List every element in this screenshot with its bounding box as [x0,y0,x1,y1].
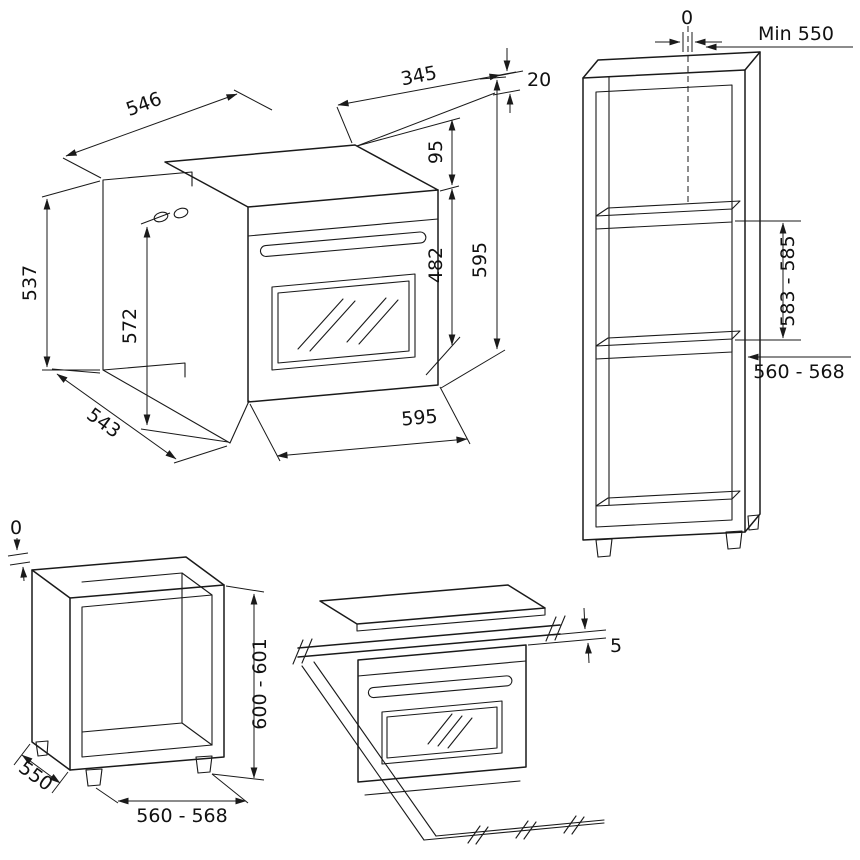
dim-label-572: 572 [119,308,141,344]
base-unit-carcass [31,556,225,787]
hinge-knob [153,211,169,223]
dim-482: 482 [425,188,461,376]
tall-unit-opening [595,84,733,528]
dim-label-595-height: 595 [469,242,491,278]
dim-wall-gap-0: 0 [655,7,722,52]
shelf-lower [595,330,741,360]
glass-reflection [297,297,399,352]
dim-label-560-568-tall: 560 - 568 [753,361,844,383]
dim-560-568-base: 560 - 568 [95,773,249,827]
tall-unit-side [744,51,761,533]
oven-front-face [247,189,439,403]
worktop [292,584,566,665]
dim-label-537: 537 [19,265,41,301]
dim-min-550: Min 550 [705,23,853,51]
base-unit-interior [81,572,213,746]
side-section [301,661,437,841]
break-marks-left [292,638,313,665]
dim-label-550: 550 [14,757,56,796]
dim-550-depth: 550 [13,743,69,796]
dim-label-583-585: 583 - 585 [777,235,799,326]
dim-537: 537 [19,180,101,371]
control-panel-line [357,660,527,677]
door-glass [381,700,503,765]
dim-label-600-601: 600 - 601 [249,638,271,729]
shelf-upper [595,200,741,230]
foot [595,514,760,558]
tall-unit-view: 0 Min 550 583 - 585 560 - 568 [582,7,853,558]
dim-345: 345 [336,62,517,144]
dim-label-5: 5 [610,635,622,657]
hinge-knob [173,207,189,219]
base-unit-top [31,556,225,599]
dim-label-95: 95 [425,140,447,164]
dim-595-width: 595 [249,386,471,462]
door-glass-inner [386,706,498,759]
door-handle [259,231,427,258]
worktop-edge [297,624,561,658]
niche-housing-outline [102,171,250,444]
oven-front-face [357,644,527,783]
base-unit-front [69,584,225,771]
dim-543: 543 [51,368,228,464]
plinth-line [364,780,521,796]
dim-label-20: 20 [527,69,551,91]
door-glass-inner [277,280,410,364]
dim-20: 20 [356,48,551,147]
tall-unit-carcass [582,26,761,558]
glass-reflection [427,713,473,749]
dim-wall-gap-0-base: 0 [7,517,31,582]
floor-hatch [467,815,585,845]
oven-body [164,144,439,403]
under-worktop-view: 5 [292,584,622,845]
dim-label-min-550: Min 550 [758,23,834,45]
dim-560-568-tall: 560 - 568 [747,353,851,383]
dim-label-546: 546 [123,88,165,121]
dim-546: 546 [62,88,273,179]
dim-595-height: 595 [440,76,507,389]
dim-583-585: 583 - 585 [735,220,801,341]
dim-label-595-width: 595 [400,405,438,430]
door-glass [271,273,416,371]
base-unit-opening [81,594,213,758]
cabinet-section-lines [301,661,605,845]
dim-label-wall-gap: 0 [681,7,693,29]
tall-unit-front [582,69,746,541]
oven-top-face [164,144,439,208]
dim-600-601: 600 - 601 [211,585,271,781]
door-handle [367,675,513,699]
hob-thickness [356,607,546,632]
undercounter-oven [357,644,527,796]
dim-5: 5 [527,607,622,664]
base-unit-view: 0 600 - 601 550 560 - 568 [7,517,271,827]
dim-label-wall-gap-base: 0 [10,517,22,539]
floor-line [423,819,605,841]
dim-label-345: 345 [399,62,439,91]
dim-label-482: 482 [425,247,447,283]
dim-95: 95 [356,117,461,192]
break-marks-right [545,615,566,642]
dim-label-560-568-base: 560 - 568 [136,805,227,827]
dim-572: 572 [119,212,229,443]
tall-unit-top [582,51,761,79]
base-unit-side [31,569,71,771]
control-panel-line [247,218,439,237]
bottom-panel [595,490,741,507]
oven-isometric-view: 537 572 543 546 345 20 [19,48,551,464]
dim-label-543: 543 [82,404,124,443]
